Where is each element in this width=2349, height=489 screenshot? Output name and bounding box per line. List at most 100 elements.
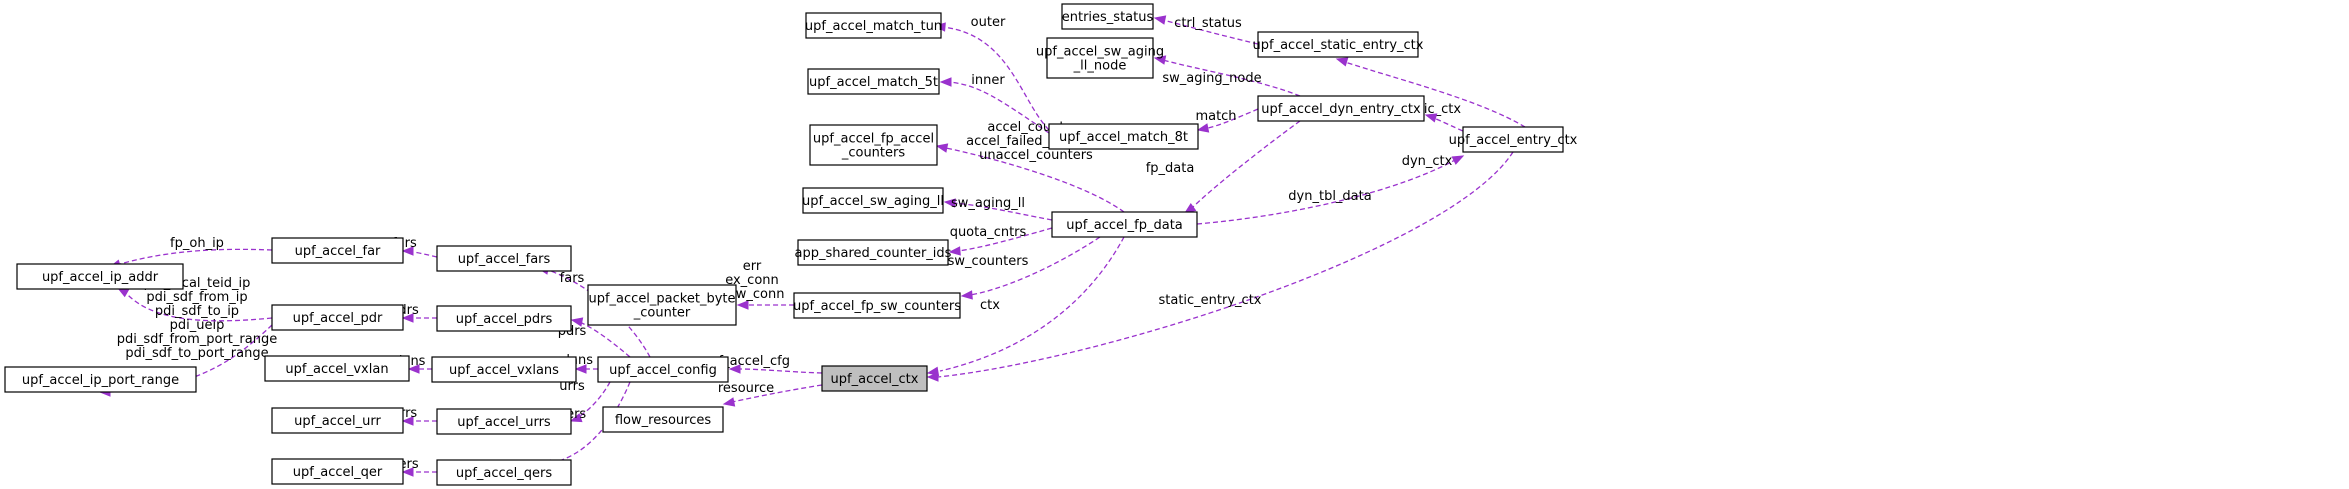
node-vxlans[interactable]: upf_accel_vxlans (431, 356, 577, 383)
node-app-shared-counter-ids[interactable]: app_shared_counter_ids (795, 239, 952, 266)
edge-label: err (743, 259, 762, 274)
edge-line (119, 248, 273, 265)
node-label: upf_accel_ip_port_range (22, 373, 179, 388)
node-box (436, 459, 572, 486)
edge-label: sw_aging_ll (951, 196, 1025, 211)
edge-fpdata-entry: dyn_tbl_data (1196, 155, 1465, 225)
edge-line (969, 236, 1101, 296)
node-box (1046, 37, 1154, 79)
node-vxlan[interactable]: upf_accel_vxlan (264, 355, 410, 382)
edge-label: quota_cntrs (950, 225, 1027, 240)
edge-ctx-resource: resource (718, 381, 823, 407)
arrow-head-icon (935, 143, 949, 153)
node-pdr[interactable]: upf_accel_pdr (271, 304, 404, 331)
node-match-8t[interactable]: upf_accel_match_8t (1048, 123, 1199, 150)
node-label: upf_accel_fp_data (1066, 218, 1183, 233)
node-label: app_shared_counter_ids (795, 246, 952, 261)
edge-label: urrs (559, 379, 585, 394)
node-qers[interactable]: upf_accel_qers (436, 459, 572, 486)
node-pdrs[interactable]: upf_accel_pdrs (436, 305, 572, 332)
edge-line (937, 151, 1514, 378)
edge-line (948, 81, 1050, 134)
node-sw-aging-ll-node[interactable]: upf_accel_sw_aging_ll_node (1036, 37, 1164, 79)
node-fars[interactable]: upf_accel_fars (436, 245, 572, 272)
arrow-head-icon (943, 198, 956, 208)
edge-label: fars (560, 271, 585, 286)
edge-fpdata-quota: quota_cntrs (948, 225, 1053, 256)
node-config[interactable]: upf_accel_config (597, 356, 729, 383)
edge-pdr-ip: pdi_local_teid_ippdi_sdf_from_ippdi_sdf_… (116, 276, 273, 333)
node-match-tun[interactable]: upf_accel_match_tun (805, 12, 942, 39)
edge-line (1344, 61, 1526, 128)
edge-label: resource (718, 381, 774, 396)
edge-dyn-swnode: sw_aging_node (1153, 55, 1301, 97)
node-dyn-entry-ctx[interactable]: upf_accel_dyn_entry_ctx (1257, 95, 1425, 122)
node-far[interactable]: upf_accel_far (271, 237, 404, 264)
node-label: upf_accel_sw_aging_ll (802, 194, 944, 209)
node-pkt-byte-counter[interactable]: upf_accel_packet_byte_counter (587, 284, 737, 326)
node-entries-status[interactable]: entries_status (1061, 3, 1154, 30)
node-box (271, 304, 404, 331)
node-flow-resources[interactable]: flow_resources (602, 406, 724, 433)
node-label: upf_accel_qer (293, 465, 383, 480)
edge-label: sw_counters (948, 254, 1029, 269)
node-label: upf_accel_static_entry_ctx (1253, 38, 1424, 53)
edge-line (544, 381, 631, 465)
arrow-head-icon (1424, 113, 1438, 123)
node-box (1462, 126, 1564, 153)
node-box (587, 284, 737, 326)
edge-label: pdi_sdf_from_port_range (117, 332, 277, 347)
arrow-head-icon (948, 246, 961, 256)
node-label: upf_accel_ctx (831, 372, 919, 387)
arrow-head-icon (574, 364, 587, 374)
edge-label: fp_data (1146, 161, 1195, 176)
edge-label: ctrl_status (1174, 16, 1242, 31)
edge-entry-ctx: static_entry_ctx (926, 151, 1514, 382)
node-qer[interactable]: upf_accel_qer (271, 458, 404, 485)
edge-label: static_entry_ctx (1158, 293, 1261, 308)
node-ip-port-range[interactable]: upf_accel_ip_port_range (4, 366, 197, 393)
node-ip-addr[interactable]: upf_accel_ip_addr (16, 263, 184, 290)
node-box (16, 263, 184, 290)
edge-config-urrs: urrs (559, 379, 611, 423)
node-box (1048, 123, 1199, 150)
edge-line (107, 324, 273, 393)
node-entry-ctx[interactable]: upf_accel_entry_ctx (1449, 126, 1578, 153)
node-sw-aging-ll[interactable]: upf_accel_sw_aging_ll (802, 187, 944, 214)
node-box (264, 355, 410, 382)
node-box (793, 292, 961, 319)
node-match-5t[interactable]: upf_accel_match_5t (807, 68, 940, 95)
arrow-head-icon (1196, 123, 1210, 133)
edge-fpdata-swcnt: sw_counters (948, 236, 1101, 300)
node-label: upf_accel_packet_byte (588, 292, 735, 307)
arrow-head-icon (736, 300, 749, 310)
edge-far-ip: fp_oh_ip (108, 236, 273, 269)
node-box (436, 305, 572, 332)
node-label: upf_accel_entry_ctx (1449, 133, 1578, 148)
node-fp-data[interactable]: upf_accel_fp_data (1051, 211, 1198, 238)
edge-label: pdi_sdf_to_port_range (125, 346, 268, 361)
edge-label: sw_aging_node (1162, 71, 1261, 86)
edge-entry-dyn: dyn_ctx (1402, 113, 1471, 169)
arrow-head-icon (401, 246, 414, 256)
edge-line (1196, 159, 1456, 225)
node-label: upf_accel_pdrs (456, 312, 553, 327)
node-fp-sw-counters[interactable]: upf_accel_fp_sw_counters (793, 292, 961, 319)
node-label: upf_accel_vxlans (449, 363, 559, 378)
node-static-entry-ctx[interactable]: upf_accel_static_entry_ctx (1253, 31, 1424, 58)
node-ctx[interactable]: upf_accel_ctx (821, 365, 928, 392)
node-label: _counters (841, 146, 906, 161)
node-fp-accel-counters[interactable]: upf_accel_fp_accel_counters (809, 124, 938, 166)
node-box (821, 365, 928, 392)
edge-label: inner (971, 73, 1005, 88)
node-box (602, 406, 724, 433)
node-label: upf_accel_match_5t (809, 75, 938, 90)
node-urr[interactable]: upf_accel_urr (271, 407, 404, 434)
edge-label: dyn_ctx (1402, 154, 1453, 169)
edge-label: dyn_tbl_data (1288, 189, 1371, 204)
node-box (4, 366, 197, 393)
node-urrs[interactable]: upf_accel_urrs (436, 408, 572, 435)
arrow-head-icon (401, 313, 414, 323)
edge-line (952, 202, 1053, 221)
